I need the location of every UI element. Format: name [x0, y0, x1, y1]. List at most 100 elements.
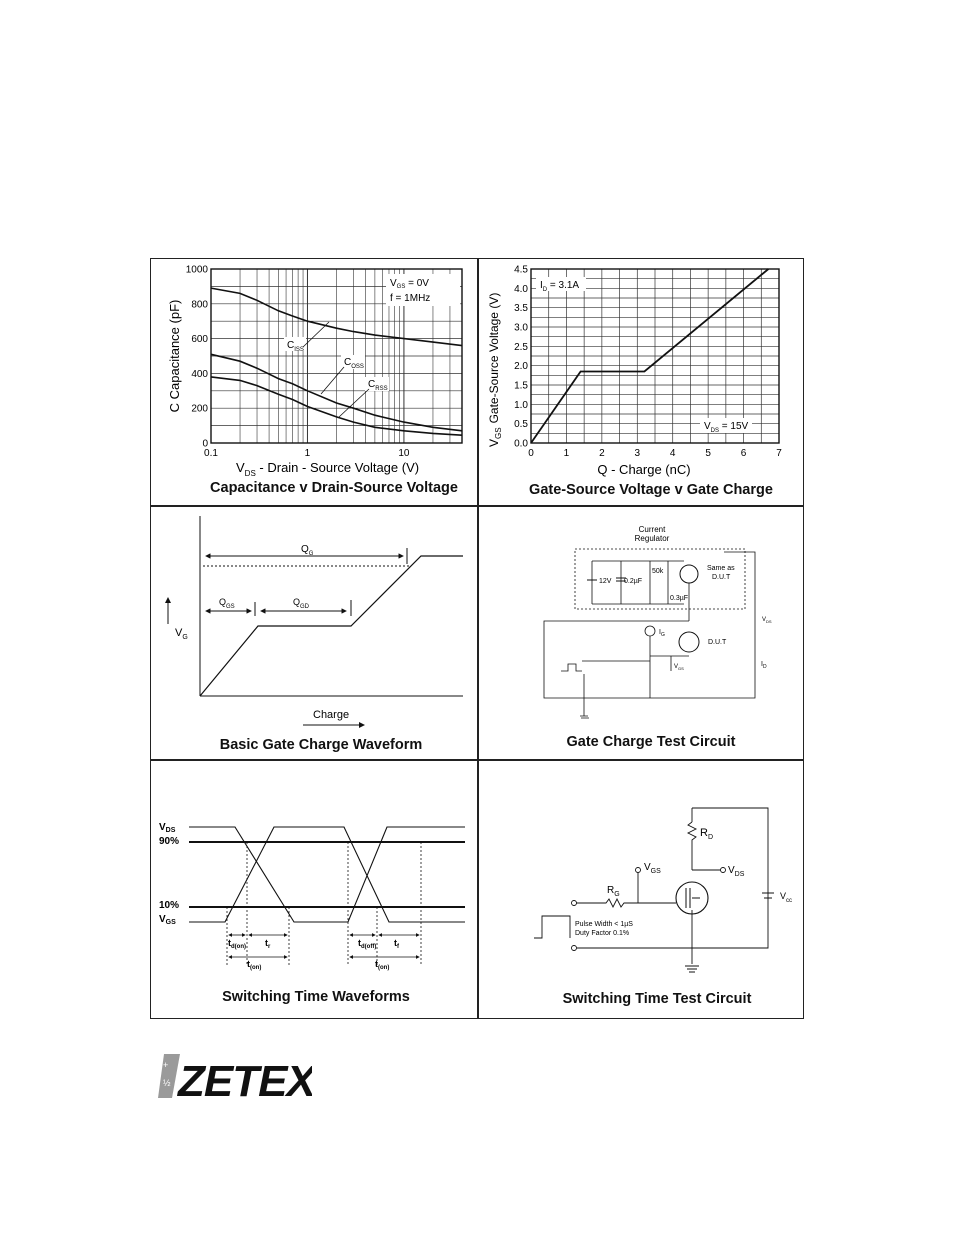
switching-waveforms-diagram: VDS 90% 10% VGS td(on) tr t(on) td(off) …	[159, 822, 465, 971]
zetex-logo: + ½ ZETEX	[158, 1050, 319, 1107]
regulator-label-line1: Current	[639, 525, 666, 534]
svg-text:½: ½	[163, 1078, 171, 1088]
c02-label: 0.2µF	[624, 578, 642, 585]
p10-label: 10%	[159, 900, 179, 911]
pulse-icon	[534, 915, 571, 939]
capacitance-y-axis-label: C Capacitance (pF)	[167, 300, 182, 413]
gate-voltage-waveform	[199, 555, 463, 697]
switching-circuit-wiring	[691, 807, 769, 964]
capacitance-x-axis-label: VDS - Drain - Source Voltage (V)	[236, 460, 419, 478]
coss-label-bg	[341, 355, 365, 369]
td-off-label: td(off)	[358, 938, 376, 950]
p90-label: 90%	[159, 836, 179, 847]
vg-label: VG	[175, 627, 188, 641]
regulator-label-line2: Regulator	[635, 534, 670, 543]
coss-label: COSS	[344, 357, 364, 370]
gc-cond-id: ID = 3.1A	[540, 280, 579, 293]
vgs-waveform	[189, 826, 465, 923]
gc-y-tick-label: 4.5	[514, 265, 528, 276]
r50k-label: 50k	[652, 568, 664, 575]
vds-waveform	[189, 826, 465, 923]
gc-x-tick-label: 2	[599, 448, 605, 459]
switching-circuit-caption: Switching Time Test Circuit	[562, 991, 752, 1007]
vds-output-label: VDS	[728, 865, 745, 878]
rd-resistor-icon	[686, 821, 698, 842]
td-on-label: td(on)	[228, 938, 246, 950]
t-off-label: t(on)	[375, 959, 389, 971]
capacitance-plot-border	[210, 268, 463, 444]
qgd-label: QGD	[293, 597, 310, 610]
basic-waveform-panel: QG QGS QGD VG Charge Basic Gate Charge W…	[151, 506, 477, 759]
capacitance-series-lines	[210, 287, 463, 436]
gc-x-tick-label: 6	[741, 448, 747, 459]
id-label: ID	[761, 661, 767, 670]
gate-charge-grid	[530, 268, 780, 444]
dut-mosfet-icon	[678, 631, 700, 653]
cap-y-tick-label: 1000	[186, 265, 209, 276]
panel-divider-row2	[150, 759, 804, 761]
cap-cond-vgs: VGS = 0V	[390, 278, 429, 290]
regulator-wiring	[591, 560, 684, 605]
capacitance-condition-box	[386, 274, 460, 306]
zetex-logo-mark: + ½ ZETEX	[158, 1054, 319, 1106]
gc-y-tick-label: 4.0	[514, 284, 528, 295]
ciss-label: CISS	[287, 340, 304, 353]
vgs-label: VGS	[674, 664, 684, 671]
cap-series-line	[210, 287, 463, 347]
tf-label: tf	[394, 938, 400, 950]
gc-y-tick-label: 2.0	[514, 361, 528, 372]
ground-icon	[685, 965, 699, 973]
regulator-mosfet-icon	[679, 564, 699, 584]
t-on-label: t(on)	[247, 959, 261, 971]
cap-y-tick-label: 400	[191, 369, 208, 380]
cap-x-tick-label: 0.1	[204, 448, 218, 459]
cap-y-tick-label: 0	[202, 439, 208, 450]
gc-vds-box	[700, 418, 752, 433]
basic-waveform-caption: Basic Gate Charge Waveform	[219, 737, 423, 753]
crss-label: CRSS	[368, 379, 388, 392]
vds-terminal	[720, 867, 726, 873]
duty-factor-label: Duty Factor 0.1%	[575, 930, 629, 937]
gc-y-tick-label: 1.0	[514, 400, 528, 411]
dut-mosfet-switch-icon	[675, 881, 709, 915]
cap-x-tick-label: 1	[305, 448, 311, 459]
v12-label: 12V	[599, 578, 612, 585]
c03-label: 0.3µF	[670, 595, 688, 602]
gate-charge-y-axis-label: VGSGate-Source Voltage (V)	[487, 293, 503, 447]
cap-y-tick-label: 600	[191, 334, 208, 345]
ig-label: IG	[659, 629, 665, 638]
gc-y-tick-label: 3.0	[514, 323, 528, 334]
capacitance-caption: Capacitance v Drain-Source Voltage	[210, 480, 458, 496]
ciss-label-bg	[284, 337, 306, 351]
svg-text:ZETEX: ZETEX	[176, 1057, 312, 1102]
gc-x-tick-label: 3	[635, 448, 641, 459]
gc-x-tick-label: 5	[705, 448, 711, 459]
rg-label: RG	[607, 885, 620, 898]
charge-label: Charge	[313, 709, 349, 721]
svg-text:+: +	[163, 1060, 168, 1070]
cap-y-tick-label: 800	[191, 299, 208, 310]
vgs-terminal	[635, 867, 641, 873]
gc-y-tick-label: 0.5	[514, 419, 528, 430]
test-circuit-caption: Gate Charge Test Circuit	[566, 734, 736, 750]
tr-label: tr	[265, 938, 271, 950]
vgs-level-label: VGS	[159, 914, 176, 926]
switching-waveforms-caption: Switching Time Waveforms	[222, 989, 410, 1005]
panel-divider-row1	[150, 505, 804, 507]
pulse-width-label: Pulse Width < 1µS	[575, 921, 633, 928]
input-wiring	[582, 660, 608, 716]
basic-waveform-diagram: QG QGS QGD VG Charge	[165, 516, 463, 728]
rg-resistor-icon	[574, 873, 676, 909]
gc-y-tick-label: 3.5	[514, 303, 528, 314]
gc-cond-vds: VDS = 15V	[704, 421, 749, 434]
ground-icon	[580, 715, 589, 719]
gate-charge-series-line	[530, 268, 769, 444]
gate-charge-caption: Gate-Source Voltage v Gate Charge	[529, 482, 773, 498]
main-circuit-wiring	[543, 551, 756, 699]
dut-label: D.U.T	[708, 639, 727, 646]
